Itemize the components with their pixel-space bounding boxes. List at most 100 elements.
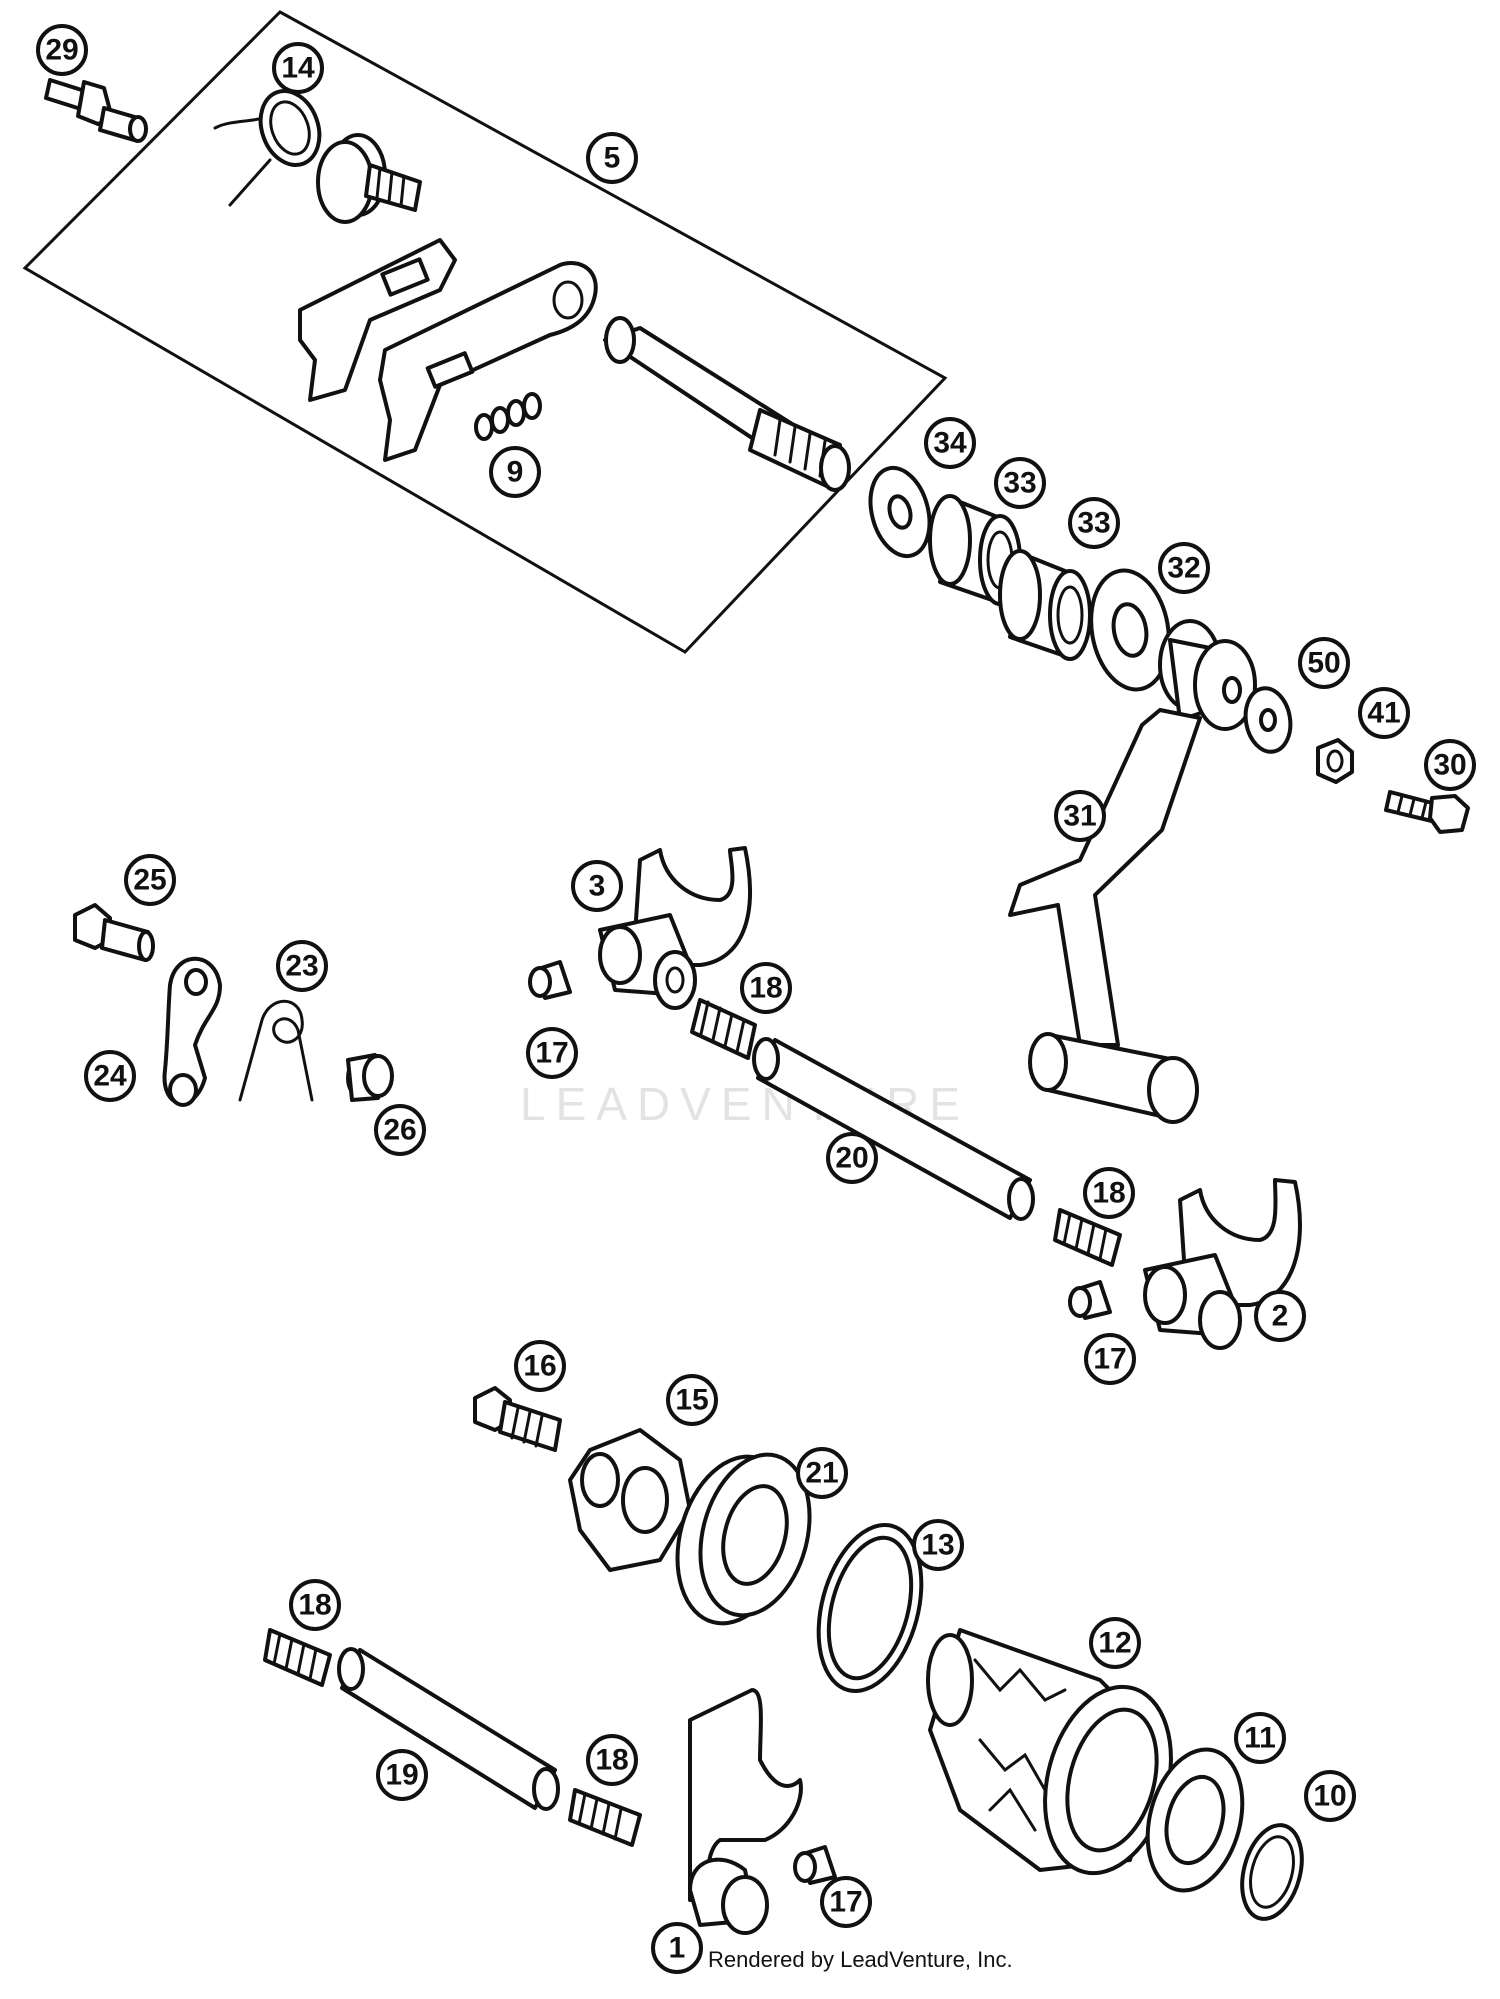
part-13-shim-ring[interactable]	[802, 1513, 939, 1702]
callout-19-label: 19	[385, 1759, 418, 1792]
part-5-shift-shaft[interactable]	[603, 316, 851, 492]
part-24-lever[interactable]	[162, 956, 222, 1107]
part-14-spring[interactable]	[213, 83, 329, 207]
part-11-bearing[interactable]	[1133, 1739, 1257, 1901]
part-41-nut[interactable]	[1316, 738, 1354, 784]
part-3-shift-fork[interactable]	[598, 846, 752, 1010]
callout-32-label: 32	[1167, 552, 1200, 585]
callout-16-label: 16	[523, 1350, 556, 1383]
callout-18b-label: 18	[1092, 1177, 1125, 1210]
callout-32[interactable]: 32	[1158, 542, 1210, 594]
part-5-shift-plate-a[interactable]	[298, 238, 457, 402]
callout-25[interactable]: 25	[124, 854, 176, 906]
callout-17a-label: 17	[535, 1037, 568, 1070]
part-5-roller[interactable]	[316, 133, 422, 224]
callout-9[interactable]: 9	[489, 446, 541, 498]
callout-2-label: 2	[1272, 1300, 1289, 1333]
callout-16[interactable]: 16	[514, 1340, 566, 1392]
part-32-seal[interactable]	[1082, 564, 1178, 695]
callout-9-label: 9	[507, 456, 524, 489]
part-20-shift-rod[interactable]	[752, 1037, 1035, 1221]
part-26-collar[interactable]	[346, 1053, 394, 1102]
part-31-shift-lever[interactable]	[1008, 619, 1257, 1124]
callout-19[interactable]: 19	[376, 1749, 428, 1801]
part-15-shift-drum-star[interactable]	[568, 1428, 692, 1572]
part-17-pin-c[interactable]	[793, 1845, 837, 1885]
callout-18b[interactable]: 18	[1083, 1167, 1135, 1219]
callout-41[interactable]: 41	[1358, 687, 1410, 739]
callout-29[interactable]: 29	[36, 24, 88, 76]
callout-18d-label: 18	[595, 1744, 628, 1777]
callout-11[interactable]: 11	[1234, 1712, 1286, 1764]
callout-33a[interactable]: 33	[994, 457, 1046, 509]
part-29-bolt[interactable]	[44, 78, 148, 143]
callout-3-label: 3	[589, 870, 606, 903]
callout-13[interactable]: 13	[912, 1519, 964, 1571]
part-1-shift-fork[interactable]	[688, 1688, 803, 1935]
callout-18a[interactable]: 18	[740, 962, 792, 1014]
callout-15[interactable]: 15	[666, 1374, 718, 1426]
callout-33a-label: 33	[1003, 467, 1036, 500]
callout-10[interactable]: 10	[1304, 1770, 1356, 1822]
part-18-spring-b[interactable]	[1053, 1208, 1122, 1267]
callout-50-label: 50	[1307, 647, 1340, 680]
callout-18c[interactable]: 18	[289, 1579, 341, 1631]
part-33-needle-bearing-a[interactable]	[928, 494, 1022, 606]
callout-33b[interactable]: 33	[1068, 497, 1120, 549]
callout-21-label: 21	[805, 1457, 838, 1490]
callout-5-label: 5	[604, 142, 621, 175]
callout-33b-label: 33	[1077, 507, 1110, 540]
callout-30[interactable]: 30	[1424, 739, 1476, 791]
part-21-bearing[interactable]	[660, 1442, 827, 1636]
part-25-bolt[interactable]	[73, 903, 155, 962]
callout-5[interactable]: 5	[586, 132, 638, 184]
callout-41-label: 41	[1367, 697, 1400, 730]
part-34-washer[interactable]	[861, 461, 938, 562]
callout-21[interactable]: 21	[796, 1447, 848, 1499]
assembly-5-frame	[22, 10, 948, 654]
callout-20-label: 20	[835, 1142, 868, 1175]
callout-26[interactable]: 26	[374, 1104, 426, 1156]
callout-31[interactable]: 31	[1054, 790, 1106, 842]
callout-17b[interactable]: 17	[1084, 1333, 1136, 1385]
callout-34[interactable]: 34	[924, 417, 976, 469]
part-33-needle-bearing-b[interactable]	[998, 549, 1092, 661]
callout-24[interactable]: 24	[84, 1050, 136, 1102]
callout-1-label: 1	[669, 1932, 686, 1965]
part-19-shift-rod[interactable]	[337, 1647, 560, 1811]
callout-34-label: 34	[933, 427, 967, 460]
part-18-spring-d[interactable]	[568, 1788, 642, 1847]
callout-23[interactable]: 23	[276, 940, 328, 992]
callout-1[interactable]: 1	[651, 1922, 703, 1974]
part-10-ring[interactable]	[1233, 1818, 1312, 1925]
part-2-shift-fork[interactable]	[1143, 1178, 1302, 1350]
part-30-bolt[interactable]	[1384, 790, 1470, 834]
part-17-pin-b[interactable]	[1068, 1280, 1112, 1320]
part-9-rings[interactable]	[474, 392, 542, 441]
callout-11-label: 11	[1244, 1722, 1276, 1755]
part-50-washer[interactable]	[1241, 685, 1295, 756]
callout-50[interactable]: 50	[1298, 637, 1350, 689]
part-12-shift-drum[interactable]	[926, 1628, 1191, 1887]
part-18-spring-a[interactable]	[690, 998, 757, 1060]
part-17-pin-a[interactable]	[528, 960, 572, 1000]
callout-20[interactable]: 20	[826, 1132, 878, 1184]
callout-31-label: 31	[1063, 800, 1096, 833]
callout-18d[interactable]: 18	[586, 1734, 638, 1786]
callout-17c[interactable]: 17	[820, 1876, 872, 1928]
callout-14[interactable]: 14	[272, 42, 324, 94]
callout-17a[interactable]: 17	[526, 1027, 578, 1079]
callout-2[interactable]: 2	[1254, 1290, 1306, 1342]
part-23-spring[interactable]	[238, 999, 314, 1102]
callout-12[interactable]: 12	[1089, 1617, 1141, 1669]
callout-18a-label: 18	[749, 972, 782, 1005]
callout-18c-label: 18	[298, 1589, 331, 1622]
part-18-spring-c[interactable]	[263, 1628, 332, 1687]
callout-3[interactable]: 3	[571, 860, 623, 912]
callout-30-label: 30	[1433, 749, 1466, 782]
callout-17c-label: 17	[829, 1886, 862, 1919]
part-16-bolt[interactable]	[473, 1386, 562, 1452]
callout-24-label: 24	[93, 1060, 127, 1093]
part-5-shift-plate-b[interactable]	[378, 261, 598, 462]
